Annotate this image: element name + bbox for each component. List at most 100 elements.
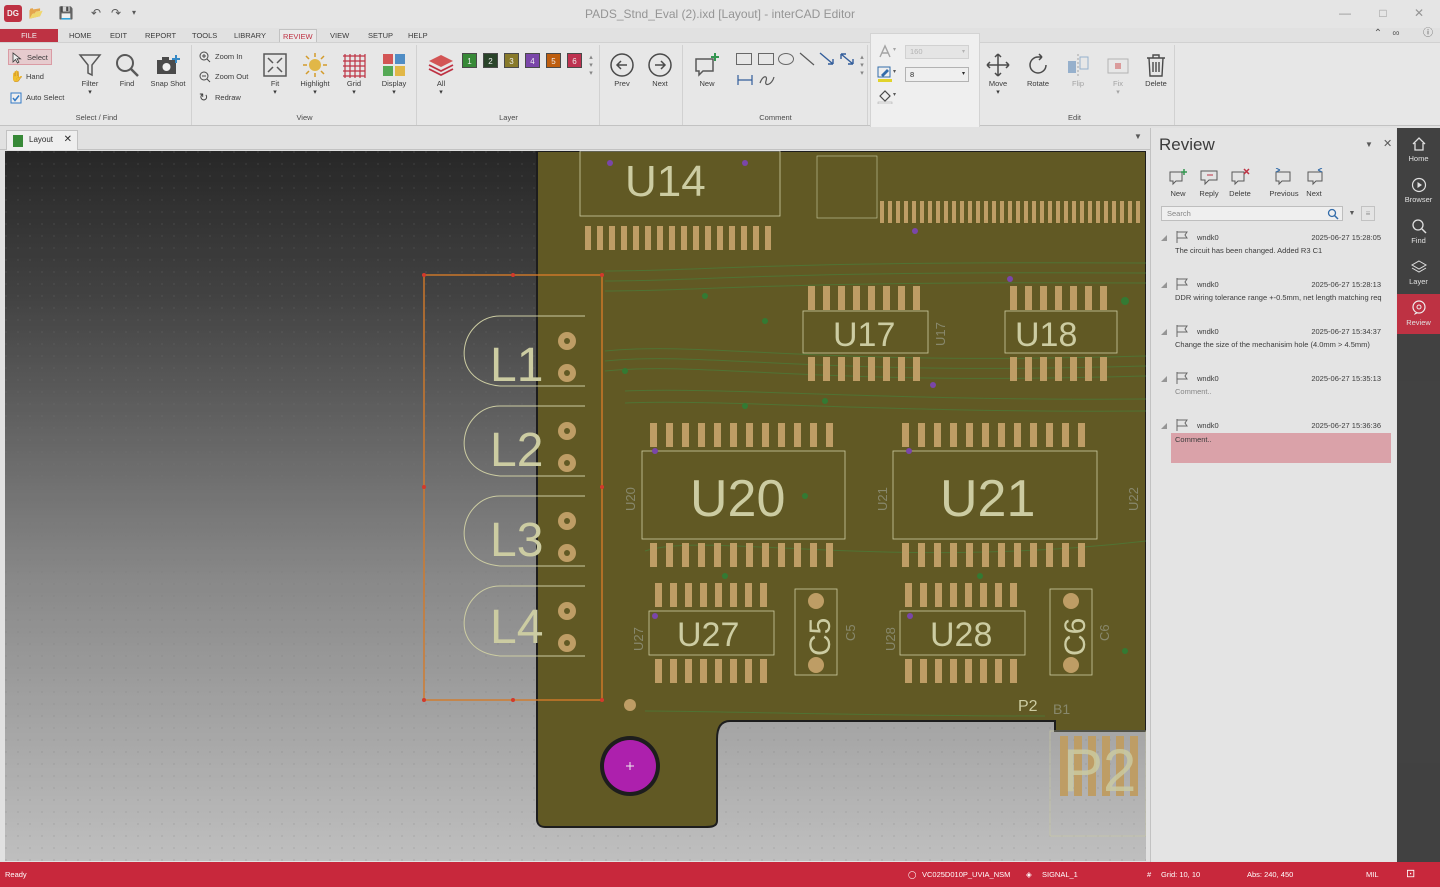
close-tab-icon[interactable]: ✕	[63, 134, 72, 145]
sidebar-browser[interactable]: Browser	[1397, 171, 1440, 211]
search-menu-icon[interactable]: ≡	[1361, 206, 1375, 221]
maximize-button[interactable]: □	[1379, 6, 1387, 20]
review-new-button[interactable]: New	[1163, 168, 1193, 198]
menu-file[interactable]: FILE	[0, 29, 58, 42]
review-reply-button[interactable]: Reply	[1194, 168, 1224, 198]
flag-icon[interactable]	[1175, 418, 1189, 432]
dropdown-arrow-icon[interactable]: ▾	[893, 92, 897, 98]
status-grid[interactable]: Grid: 10, 10	[1161, 870, 1201, 879]
arrow-tool-icon[interactable]	[818, 51, 836, 67]
menu-tools[interactable]: TOOLS	[192, 31, 218, 40]
sidebar-layer[interactable]: Layer	[1397, 253, 1440, 293]
dropdown-arrow-icon[interactable]: ▾	[893, 47, 897, 53]
fix-button[interactable]: Fix ▾	[1101, 51, 1135, 96]
layer-2-button[interactable]: 2	[483, 53, 498, 68]
redraw-button[interactable]: ↻ Redraw	[199, 92, 241, 104]
expand-triangle-icon[interactable]	[1160, 422, 1168, 430]
review-previous-button[interactable]: Previous	[1267, 168, 1301, 198]
customize-toolbar-icon[interactable]: ▾	[131, 8, 136, 17]
pcb-canvas[interactable]: U14 U17 U17 U18	[5, 151, 1146, 861]
fit-button[interactable]: Fit ▾	[259, 51, 291, 96]
inductor-l4[interactable]: L4	[463, 585, 585, 657]
filter-button[interactable]: Filter ▾	[74, 51, 106, 96]
rectangle-tool-icon[interactable]	[758, 53, 774, 65]
close-window-button[interactable]: ✕	[1413, 6, 1425, 20]
menu-report[interactable]: REPORT	[145, 31, 177, 40]
help-icon[interactable]: ⓘ	[1423, 28, 1433, 39]
sync-icon[interactable]: ∞	[1392, 28, 1400, 39]
new-comment-button[interactable]: New	[690, 51, 724, 88]
move-button[interactable]: Move ▾	[981, 51, 1015, 96]
inductor-l3[interactable]: L3	[463, 495, 585, 567]
undo-icon[interactable]: ↶	[90, 6, 102, 20]
line-tool-icon[interactable]	[798, 51, 816, 67]
dimension-tool-icon[interactable]	[736, 73, 754, 87]
comment-text-input-active[interactable]: Comment..	[1171, 433, 1391, 463]
layer-3-button[interactable]: 3	[504, 53, 519, 68]
selection-handles[interactable]	[422, 273, 604, 702]
review-comment-item-active[interactable]: wndk0 2025-06-27 15:36:36 Comment..	[1159, 418, 1391, 466]
status-layer[interactable]: SIGNAL_1	[1042, 870, 1078, 879]
sidebar-home[interactable]: Home	[1397, 130, 1440, 170]
font-color-icon[interactable]	[877, 44, 893, 60]
comment-shapes-more-icon[interactable]: ▴▾▾	[860, 54, 864, 77]
auto-select-checkbox[interactable]: Auto Select	[8, 90, 72, 106]
pcb-layout-drawing[interactable]: U14 U17 U17 U18	[5, 151, 1146, 861]
delete-button[interactable]: Delete	[1139, 51, 1173, 88]
comment-text-input[interactable]: Comment..	[1175, 387, 1212, 396]
fill-bucket-icon[interactable]	[877, 88, 893, 104]
panel-options-icon[interactable]: ▼	[1365, 140, 1373, 149]
review-comment-item[interactable]: wndk0 2025-06-27 15:35:13 Comment..	[1159, 371, 1391, 414]
close-panel-icon[interactable]: ✕	[1383, 138, 1393, 150]
review-search-input[interactable]: Search	[1161, 206, 1343, 221]
flag-icon[interactable]	[1175, 230, 1189, 244]
search-icon[interactable]	[1327, 208, 1339, 220]
menu-help[interactable]: HELP	[408, 31, 428, 40]
snap-settings-icon[interactable]: ⊡	[1406, 868, 1416, 880]
next-button[interactable]: Next	[643, 51, 677, 88]
layer-6-button[interactable]: 6	[567, 53, 582, 68]
open-folder-icon[interactable]: 📂	[28, 6, 44, 20]
find-button[interactable]: Find	[112, 51, 142, 88]
minimize-button[interactable]: —	[1339, 6, 1351, 20]
flip-button[interactable]: Flip	[1061, 51, 1095, 88]
review-comment-item[interactable]: wndk0 2025-06-27 15:34:37 Change the siz…	[1159, 324, 1391, 367]
prev-button[interactable]: Prev	[605, 51, 639, 88]
collapse-ribbon-icon[interactable]: ⌃	[1373, 28, 1383, 39]
flag-icon[interactable]	[1175, 324, 1189, 338]
save-icon[interactable]: 💾	[58, 6, 74, 20]
double-arrow-tool-icon[interactable]	[838, 51, 856, 67]
menu-library[interactable]: LIBRARY	[234, 31, 266, 40]
status-unit[interactable]: MIL	[1366, 870, 1379, 879]
review-delete-button[interactable]: Delete	[1225, 168, 1255, 198]
review-comment-item[interactable]: wndk0 2025-06-27 15:28:05 The circuit ha…	[1159, 230, 1391, 273]
font-size-select[interactable]: 160▾	[905, 45, 969, 59]
layer-scroll-icon[interactable]: ▴▾▾	[589, 54, 593, 77]
rectangle-text-tool-icon[interactable]	[736, 53, 752, 65]
zoom-in-button[interactable]: Zoom In	[197, 49, 255, 65]
review-next-button[interactable]: Next	[1299, 168, 1329, 198]
ellipse-tool-icon[interactable]	[778, 53, 794, 65]
expand-triangle-icon[interactable]	[1160, 234, 1168, 242]
menu-review[interactable]: REVIEW	[279, 29, 317, 42]
expand-triangle-icon[interactable]	[1160, 281, 1168, 289]
flag-icon[interactable]	[1175, 277, 1189, 291]
line-color-pen-icon[interactable]	[877, 66, 893, 82]
status-via[interactable]: VC025D010P_UVIA_NSM	[922, 870, 1011, 879]
layer-5-button[interactable]: 5	[546, 53, 561, 68]
inductor-l2[interactable]: L2	[463, 405, 585, 477]
tab-list-dropdown-icon[interactable]: ▼	[1134, 132, 1142, 141]
inductor-l1[interactable]: L1	[463, 315, 585, 392]
highlight-button[interactable]: Highlight ▾	[295, 51, 335, 96]
menu-home[interactable]: HOME	[69, 31, 92, 40]
rotate-button[interactable]: Rotate	[1021, 51, 1055, 88]
select-tool[interactable]: Select	[8, 49, 52, 65]
flag-icon[interactable]	[1175, 371, 1189, 385]
hand-tool[interactable]: ✋ Hand	[10, 71, 44, 83]
dropdown-arrow-icon[interactable]: ▾	[893, 69, 897, 75]
snapshot-button[interactable]: Snap Shot	[150, 51, 186, 88]
expand-triangle-icon[interactable]	[1160, 375, 1168, 383]
expand-triangle-icon[interactable]	[1160, 328, 1168, 336]
review-comment-item[interactable]: wndk0 2025-06-27 15:28:13 DDR wiring tol…	[1159, 277, 1391, 320]
tab-layout[interactable]: Layout ✕	[6, 130, 78, 150]
